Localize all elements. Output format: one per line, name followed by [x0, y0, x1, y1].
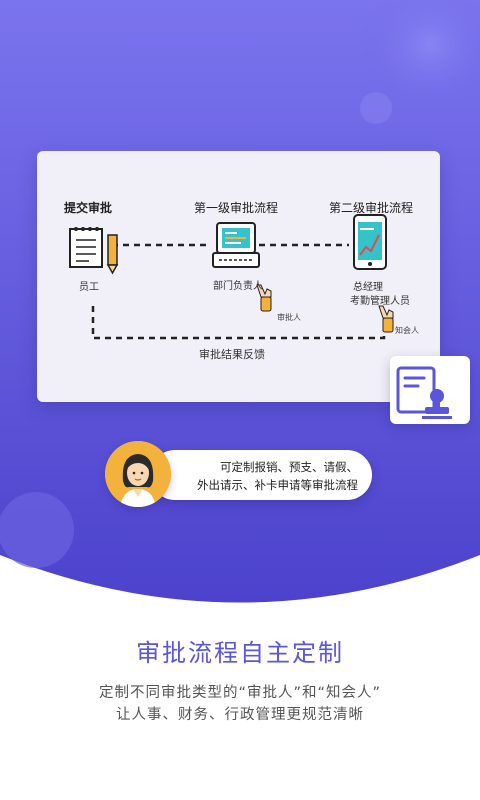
- submit-approval-title: 提交审批: [64, 201, 113, 215]
- dept-head-label: 部门负责人: [213, 281, 263, 292]
- cash-register-icon: [212, 222, 260, 268]
- chart-tablet-icon: [353, 214, 387, 270]
- notepad-icon: [69, 227, 103, 268]
- stamp-card: [390, 356, 470, 424]
- description-line-2: 让人事、财务、行政管理更规范清晰: [116, 707, 364, 723]
- feedback-label: 审批结果反馈: [199, 348, 265, 361]
- flow-diagram: [69, 214, 394, 340]
- feature-speech-bubble: 可定制报销、预支、请假、 外出请示、补卡申请等审批流程: [150, 450, 372, 500]
- bubble-line-2: 外出请示、补卡申请等审批流程: [197, 478, 358, 492]
- attendance-label: 考勤管理人员: [350, 296, 410, 307]
- approval-stamp-icon: [396, 366, 452, 419]
- employee-label: 员工: [79, 282, 99, 293]
- page-title: 审批流程自主定制: [136, 639, 344, 667]
- hand-pointer-icon: [256, 284, 272, 312]
- pencil-icon: [106, 234, 119, 275]
- approver-label: 审批人: [277, 313, 301, 322]
- gm-label: 总经理: [353, 282, 383, 293]
- feedback-loop-line: [91, 306, 386, 340]
- bubble-line-1: 可定制报销、预支、请假、: [220, 460, 358, 474]
- cc-label: 知会人: [395, 326, 419, 335]
- approval-flow-card: 提交审批 员工 第一级审批流程 部门负责人 审批人 第二级审批流程 总经理 考勤…: [37, 151, 440, 402]
- hand-pointer-icon: [378, 305, 394, 333]
- level1-title: 第一级审批流程: [194, 201, 279, 215]
- avatar: [105, 441, 171, 507]
- description-line-1: 定制不同审批类型的“审批人”和“知会人”: [98, 685, 382, 701]
- woman-avatar-icon: [105, 441, 171, 507]
- level2-title: 第二级审批流程: [329, 201, 414, 215]
